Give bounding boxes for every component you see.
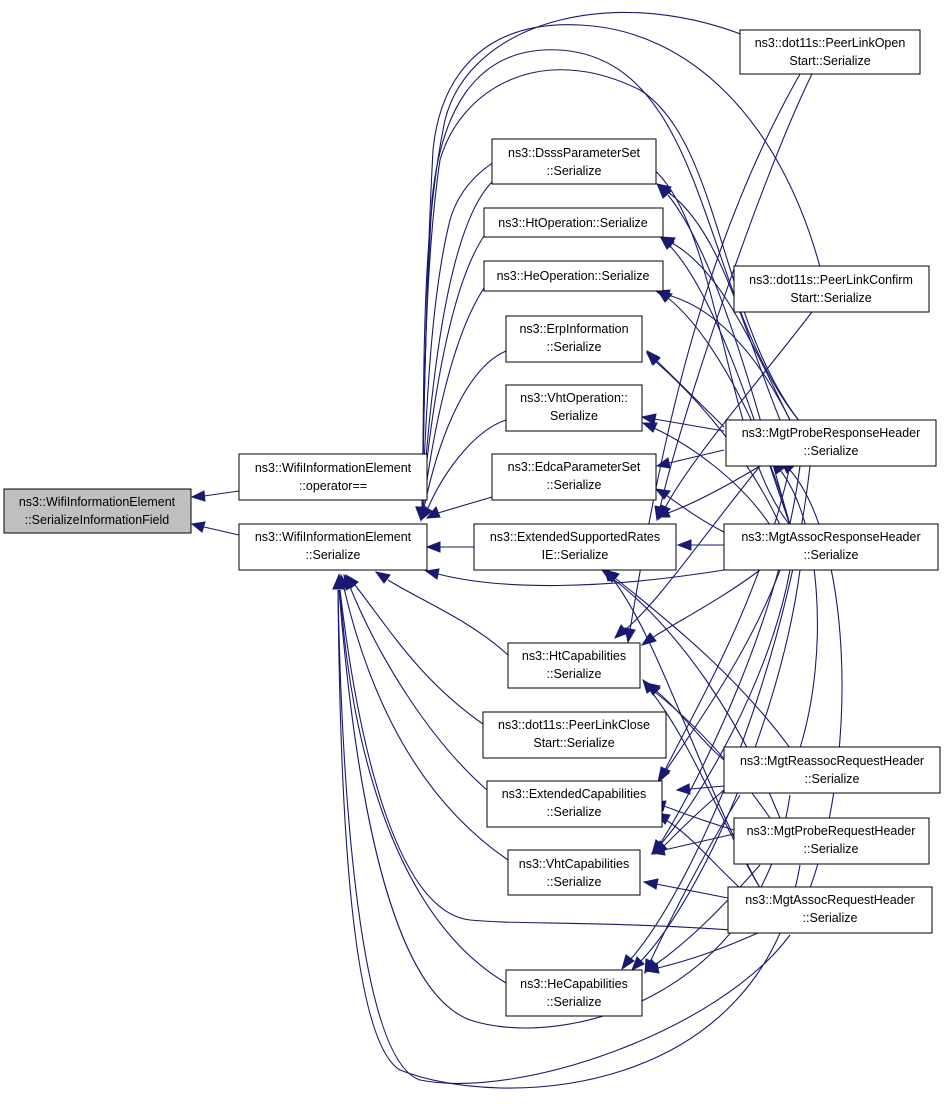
- node-label-line: ::Serialize: [306, 548, 361, 562]
- node-label-line: ns3::MgtProbeRequestHeader: [747, 824, 916, 838]
- node-label-line: ns3::VhtCapabilities: [519, 857, 629, 871]
- edge-probresp-to-ext: [655, 465, 761, 518]
- edge-assocresp-to-erp: [645, 352, 781, 526]
- node-label-line: ::SerializeInformationField: [25, 513, 170, 527]
- node-wie-serialize[interactable]: ns3::WifiInformationElement ::Serialize: [238, 523, 428, 571]
- nodes: ns3::WifiInformationElement ::SerializeI…: [3, 29, 941, 1017]
- node-label-line: IE::Serialize: [542, 548, 609, 562]
- edge-probresp-to-vhtop: [640, 413, 725, 432]
- node-ext-rates-serialize[interactable]: ns3::ExtendedSupportedRates IE::Serializ…: [473, 523, 677, 571]
- node-label-line: ns3::dot11s::PeerLinkClose: [498, 718, 650, 732]
- node-edca-serialize[interactable]: ns3::EdcaParameterSet ::Serialize: [491, 453, 657, 501]
- node-label-line: ns3::ErpInformation: [519, 322, 628, 336]
- edge-probreq-to-vhtcap: [650, 833, 735, 856]
- node-label-line: ns3::dot11s::PeerLinkOpen: [755, 36, 906, 50]
- node-extcap-serialize[interactable]: ns3::ExtendedCapabilities ::Serialize: [486, 780, 663, 828]
- node-label-line: ::Serialize: [547, 995, 602, 1009]
- node-htop-serialize[interactable]: ns3::HtOperation::Serialize: [483, 207, 664, 238]
- node-label-line: ::Serialize: [547, 340, 602, 354]
- edge-assocresp-to-vhtcap: [651, 569, 791, 856]
- node-label-line: ::Serialize: [804, 842, 859, 856]
- node-label-line: ns3::WifiInformationElement: [19, 495, 176, 509]
- node-label-line: ::Serialize: [804, 548, 859, 562]
- edge-ext-to-ser: [425, 541, 474, 553]
- node-label-line: Start::Serialize: [789, 54, 870, 68]
- node-operator-equals[interactable]: ns3::WifiInformationElement ::operator==: [238, 453, 428, 501]
- node-erp-serialize[interactable]: ns3::ErpInformation ::Serialize: [505, 315, 643, 363]
- edge-assocreq-to-vhtcap: [642, 878, 729, 899]
- edge-edca-to-ser: [425, 496, 493, 519]
- node-label-line: ns3::DsssParameterSet: [508, 146, 641, 160]
- edge-assocreq-to-hecap: [644, 931, 761, 974]
- node-label-line: ::Serialize: [805, 772, 860, 786]
- node-label-line: ns3::MgtReassocRequestHeader: [740, 754, 924, 768]
- edge-assocreq-loop2-to-ser: [332, 573, 791, 1084]
- node-label-line: Start::Serialize: [533, 736, 614, 750]
- node-label-line: ns3::WifiInformationElement: [255, 461, 412, 475]
- edge-serialize-to-root: [190, 521, 240, 536]
- edge-assocresp-to-ext: [676, 539, 724, 551]
- edge-assocresp-to-extcap: [657, 569, 781, 784]
- node-vhtop-serialize[interactable]: ns3::VhtOperation:: Serialize: [505, 384, 643, 432]
- edge-assocresp-to-vhtop: [641, 422, 771, 526]
- node-label-line: ::Serialize: [547, 805, 602, 819]
- node-label-line: ::Serialize: [547, 164, 602, 178]
- node-peerlinkconfirm-serialize[interactable]: ns3::dot11s::PeerLinkConfirm Start::Seri…: [733, 265, 930, 313]
- node-label-line: ::Serialize: [547, 875, 602, 889]
- edge-assocresp-to-htop: [659, 237, 791, 526]
- node-dsss-serialize[interactable]: ns3::DsssParameterSet ::Serialize: [491, 138, 657, 185]
- node-label-line: ns3::MgtAssocResponseHeader: [741, 530, 920, 544]
- node-label-line: ::Serialize: [547, 478, 602, 492]
- edge-htcap-to-ser: [374, 571, 509, 656]
- node-assoc-response-serialize[interactable]: ns3::MgtAssocResponseHeader ::Serialize: [723, 523, 939, 571]
- edge-assocresp-to-heop: [656, 290, 791, 526]
- node-label-line: ns3::ExtendedSupportedRates: [490, 530, 660, 544]
- node-label-line: ns3::HtCapabilities: [522, 649, 626, 663]
- node-peerlinkclose-serialize[interactable]: ns3::dot11s::PeerLinkClose Start::Serial…: [482, 711, 667, 759]
- node-label-line: ::Serialize: [547, 667, 602, 681]
- node-label-line: ns3::HtOperation::Serialize: [498, 216, 647, 230]
- node-label-line: ns3::MgtProbeResponseHeader: [742, 426, 921, 440]
- edge-plconfirm-to-ext: [658, 311, 813, 521]
- node-label-line: ::operator==: [299, 479, 367, 493]
- node-label-line: ns3::HeOperation::Serialize: [497, 269, 650, 283]
- node-heop-serialize[interactable]: ns3::HeOperation::Serialize: [483, 260, 664, 292]
- node-probe-response-serialize[interactable]: ns3::MgtProbeResponseHeader ::Serialize: [725, 419, 937, 467]
- edge-assocresp-to-edca: [654, 488, 725, 533]
- node-label-line: ns3::HeCapabilities: [520, 977, 628, 991]
- edge-assocresp-to-htcap: [640, 569, 761, 646]
- node-label-line: ::Serialize: [804, 444, 859, 458]
- node-label-line: ns3::dot11s::PeerLinkConfirm: [749, 273, 913, 287]
- node-label-line: ns3::WifiInformationElement: [255, 530, 412, 544]
- edge-operator-to-root: [190, 490, 240, 502]
- node-label-line: ns3::VhtOperation::: [520, 391, 628, 405]
- node-label-line: Start::Serialize: [790, 291, 871, 305]
- node-label-line: ns3::ExtendedCapabilities: [502, 787, 647, 801]
- node-reassoc-request-serialize[interactable]: ns3::MgtReassocRequestHeader ::Serialize: [723, 746, 941, 794]
- node-serialize-information-field[interactable]: ns3::WifiInformationElement ::SerializeI…: [3, 488, 192, 534]
- node-label-line: Serialize: [550, 409, 598, 423]
- node-label-line: ns3::EdcaParameterSet: [508, 460, 641, 474]
- edge-assocresp-direct-to-ser: [424, 568, 725, 587]
- node-assoc-request-serialize[interactable]: ns3::MgtAssocRequestHeader ::Serialize: [727, 886, 933, 934]
- node-label-line: ns3::MgtAssocRequestHeader: [745, 893, 915, 907]
- node-htcap-serialize[interactable]: ns3::HtCapabilities ::Serialize: [507, 642, 641, 689]
- edges: [190, 11, 843, 1089]
- node-vhtcap-serialize[interactable]: ns3::VhtCapabilities ::Serialize: [507, 849, 641, 896]
- edge-probresp-to-htcap: [614, 465, 761, 639]
- edge-assocresp-to-dsss: [657, 185, 791, 526]
- node-probe-request-serialize[interactable]: ns3::MgtProbeRequestHeader ::Serialize: [733, 817, 930, 865]
- edge-plclose-to-ser: [345, 573, 484, 725]
- node-label-line: ::Serialize: [803, 911, 858, 925]
- edge-probresp-to-edca: [655, 449, 725, 469]
- node-peerlinkopen-serialize[interactable]: ns3::dot11s::PeerLinkOpen Start::Seriali…: [739, 29, 921, 75]
- node-hecap-serialize[interactable]: ns3::HeCapabilities ::Serialize: [505, 969, 643, 1017]
